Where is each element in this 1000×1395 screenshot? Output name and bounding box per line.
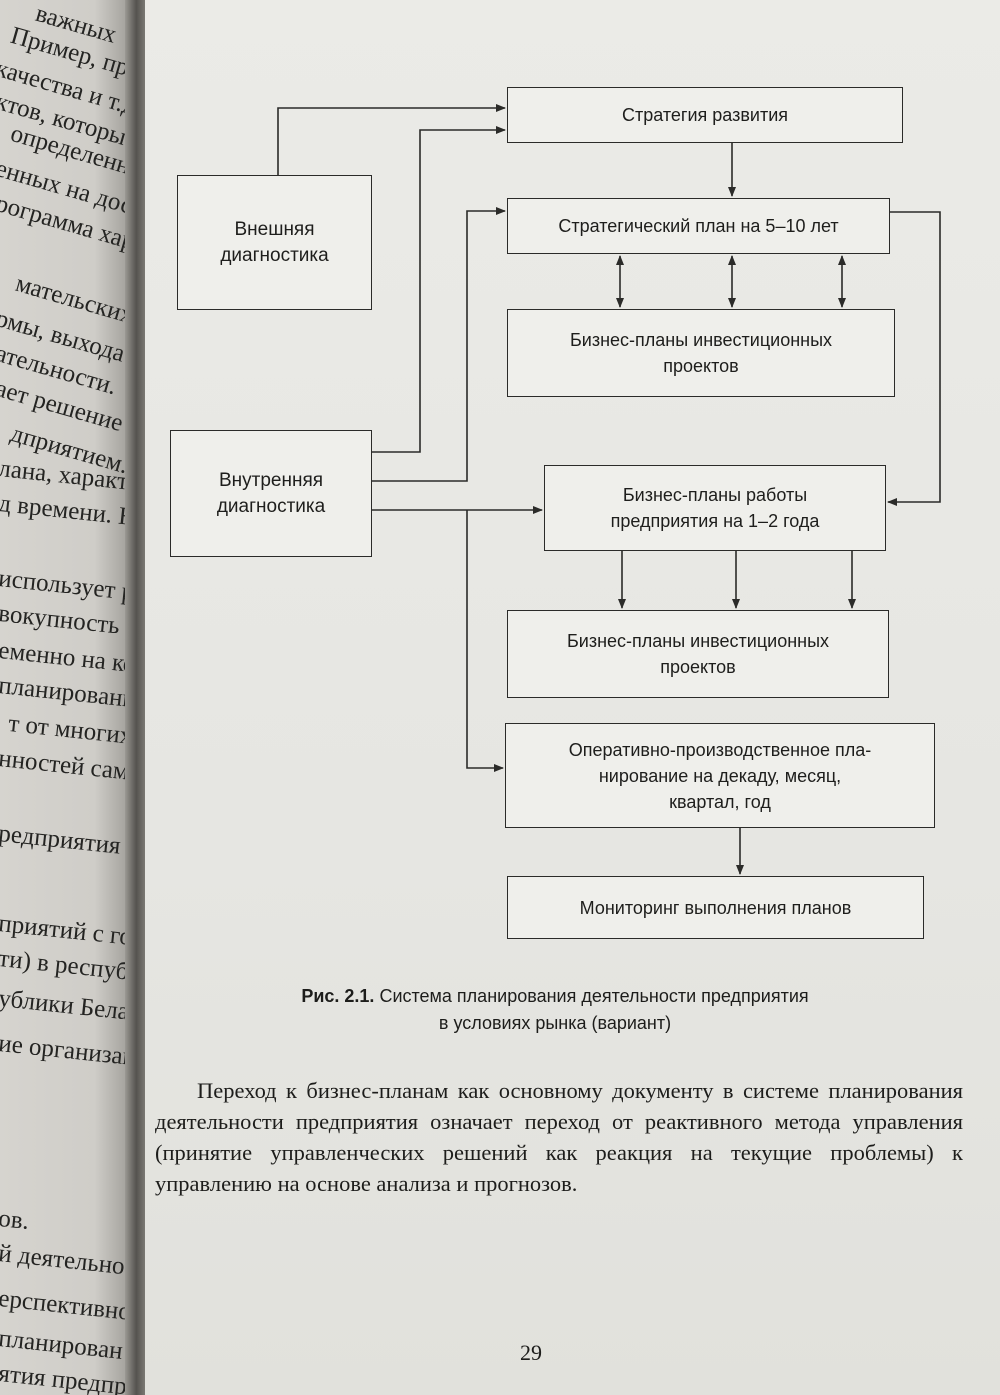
figure-caption: Рис. 2.1. Система планирования деятельно… [235, 983, 875, 1037]
box-external-label: Внешняя диагностика [220, 218, 329, 266]
box-operational-label: Оперативно-производственное пла- нирован… [568, 739, 872, 812]
box-business-plans-1-2-years: Бизнес-планы работы предприятия на 1–2 г… [544, 465, 886, 551]
box-investment-projects-1: Бизнес-планы инвестиционных проектов [507, 309, 895, 397]
box-strategy: Стратегия развития [507, 87, 903, 143]
box-internal-diagnostics: Внутренняя диагностика [170, 430, 372, 557]
box-investment-2-label: Бизнес-планы инвестиционных проектов [566, 631, 830, 677]
box-strategic-plan-label: Стратегический план на 5–10 лет [558, 216, 839, 236]
body-paragraph: Переход к бизнес-планам как основному до… [155, 1078, 963, 1196]
arrow-internal-to-strategy [372, 126, 506, 453]
arrow-external-to-strategy [277, 104, 506, 175]
box-investment-1-label: Бизнес-планы инвестиционных проектов [569, 330, 833, 376]
box-operations-label: Бизнес-планы работы предприятия на 1–2 г… [610, 485, 820, 531]
arrow-internal-to-strategic-plan [372, 207, 506, 482]
box-external-diagnostics: Внешняя диагностика [177, 175, 372, 310]
box-operational-planning: Оперативно-производственное пла- нирован… [505, 723, 935, 828]
page-number: 29 [520, 1340, 542, 1365]
box-strategy-label: Стратегия развития [621, 105, 789, 125]
box-strategic-plan: Стратегический план на 5–10 лет [507, 198, 890, 254]
box-monitoring-label: Мониторинг выполнения планов [579, 897, 852, 918]
figure-caption-text: Система планирования деятельности предпр… [379, 986, 809, 1033]
box-investment-projects-2: Бизнес-планы инвестиционных проектов [507, 610, 889, 698]
arrow-internal-to-operational [466, 510, 504, 772]
box-internal-label: Внутренняя диагностика [216, 469, 326, 517]
figure-caption-label: Рис. 2.1. [301, 986, 375, 1006]
arrow-plan-to-operations [887, 211, 941, 506]
box-monitoring: Мониторинг выполнения планов [507, 876, 924, 939]
